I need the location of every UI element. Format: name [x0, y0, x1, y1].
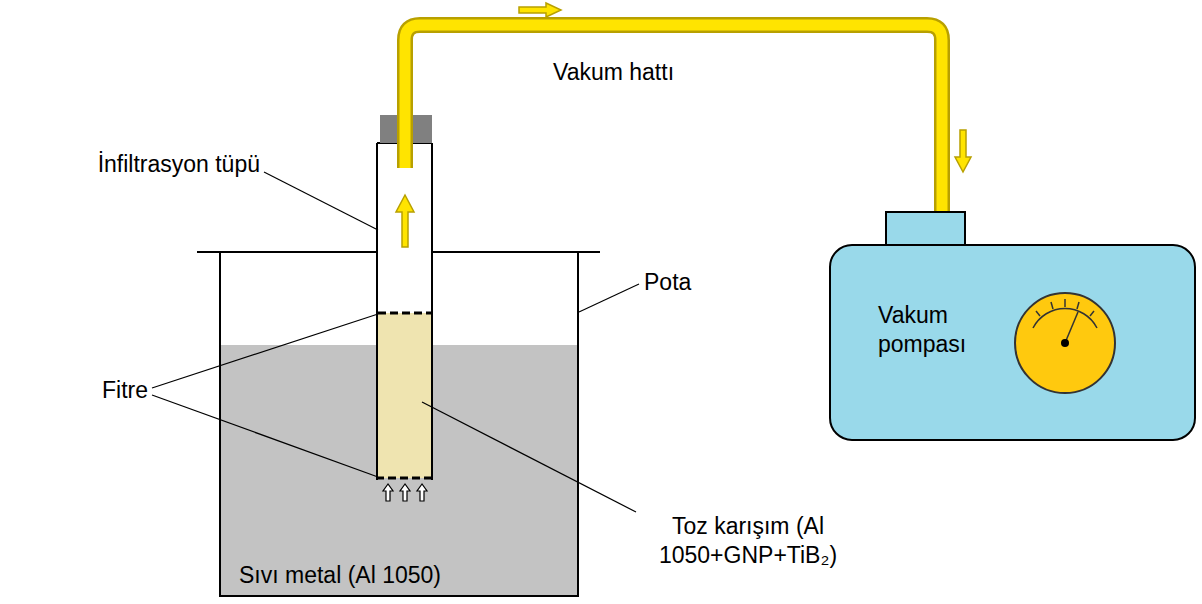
liquid-region: Sıvı metal (Al 1050): [221, 345, 577, 595]
flow-arrows: [396, 3, 971, 247]
gauge-scale: [1033, 308, 1097, 328]
node-text: Vakum pompası: [878, 301, 990, 359]
tube-wall: [431, 143, 433, 480]
label-holder: Fitre: [0, 376, 148, 405]
filter: [378, 312, 431, 315]
gauge-ticks: [1036, 299, 1094, 316]
node-text: Sıvı metal (Al 1050): [239, 561, 539, 590]
gauge-pivot: [1061, 339, 1069, 347]
vacuum-line: [405, 25, 942, 214]
pump-box: Vakum pompası: [830, 245, 1195, 440]
pump-port: [886, 212, 965, 246]
tube-interior: [377, 143, 432, 313]
line-label: Vakum hattı: [553, 58, 753, 87]
label-holder: Toz karışım (Al 1050+GNP+TiB₂): [628, 512, 868, 570]
label-holder: İnfiltrasyon tüpü: [0, 150, 260, 179]
label-holder: Vakum hattı: [553, 58, 753, 87]
gauge-needle: [1065, 312, 1078, 343]
vacuum-line: [405, 25, 942, 214]
tube-wall: [376, 143, 378, 480]
part-label: Pota: [644, 268, 724, 297]
part-label: İnfiltrasyon tüpü: [0, 150, 260, 179]
inflow-arrows: [383, 484, 427, 501]
label-holder: Pota: [644, 268, 724, 297]
part-label: Fitre: [0, 376, 148, 405]
powder-mix: [378, 313, 431, 478]
gauge: [1015, 293, 1115, 393]
pump-body: [830, 245, 1195, 440]
filter: [376, 477, 433, 480]
leader-lines: [152, 172, 639, 512]
part-label: Toz karışım (Al 1050+GNP+TiB₂): [628, 512, 868, 570]
